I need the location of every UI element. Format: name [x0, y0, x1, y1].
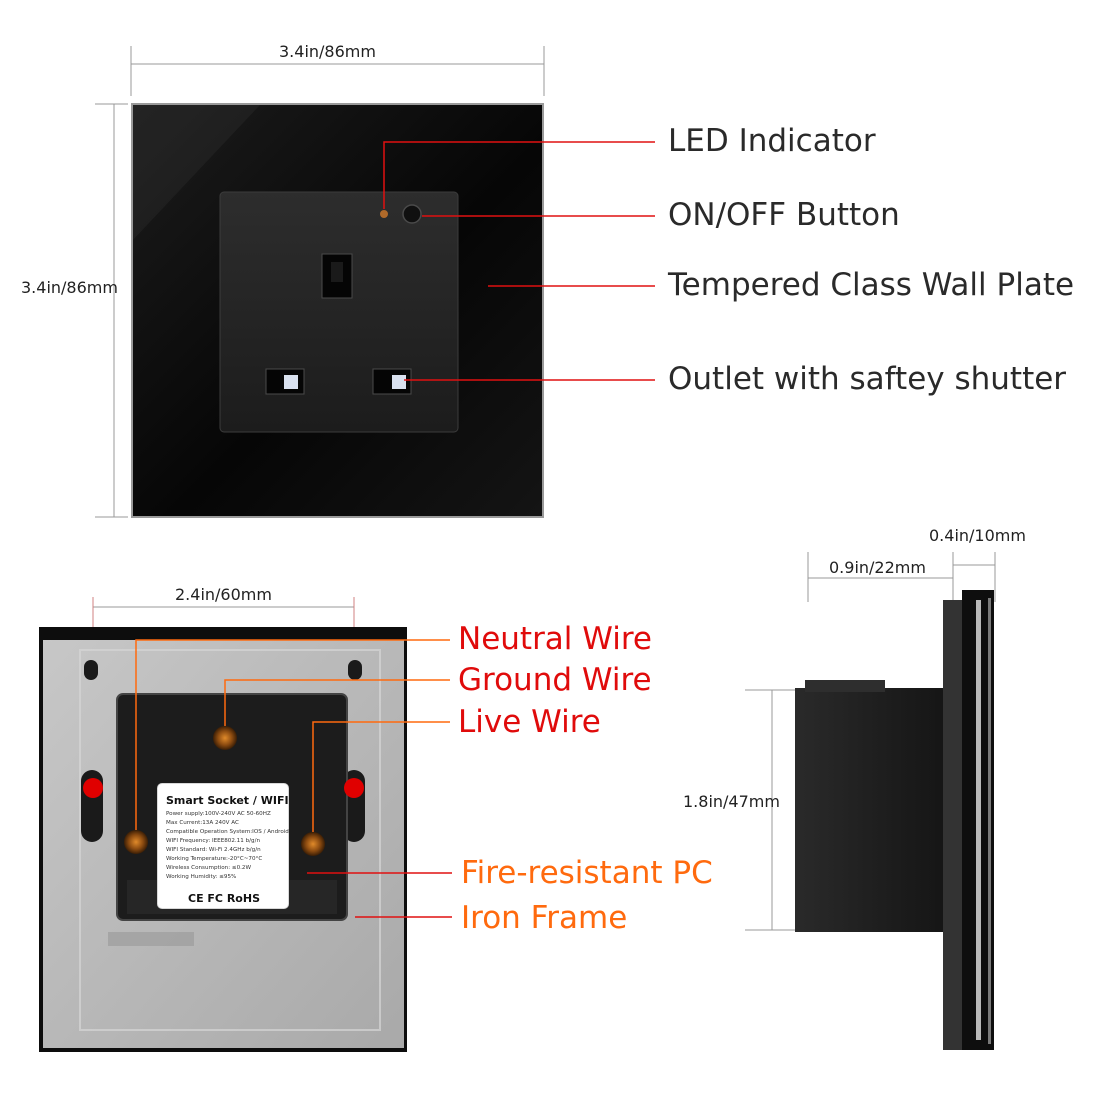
neutral-wire-callout: Neutral Wire — [458, 621, 652, 657]
product-label-line: WIFI Standard: Wi-Fi 2.4GHz b/g/n — [166, 847, 261, 853]
product-label-title: Smart Socket / WIFI — [166, 794, 289, 807]
front-height-label: 3.4in/86mm — [21, 278, 118, 297]
product-label-line: Working Temperature:-20°C~70°C — [166, 856, 263, 862]
product-label: Smart Socket / WIFI Power supply:100V-24… — [158, 784, 289, 908]
front-width-label: 3.4in/86mm — [279, 42, 376, 61]
ground-wire-callout: Ground Wire — [458, 662, 652, 698]
product-label-line: Compatible Operation System:IOS / Androi… — [166, 829, 289, 835]
product-label-line: WIFI Frequency: IEEE802.11 b/g/n — [166, 838, 260, 844]
product-label-line: Working Humidity: ≤95% — [166, 874, 237, 880]
led-indicator-callout: LED Indicator — [668, 123, 876, 159]
side-view — [745, 552, 996, 1050]
onoff-button-callout: ON/OFF Button — [668, 197, 900, 233]
live-wire-callout: Live Wire — [458, 704, 601, 740]
iron-frame-callout: Iron Frame — [461, 900, 628, 936]
wall-plate-callout: Tempered Class Wall Plate — [668, 267, 1075, 303]
product-label-line: Power supply:100V-240V AC 50-60HZ — [166, 811, 271, 817]
front-view — [95, 46, 655, 518]
outlet-callout: Outlet with saftey shutter — [668, 361, 1067, 397]
back-spacing-label: 2.4in/60mm — [175, 585, 272, 604]
product-label-line: Wireless Consumption: ≤0.2W — [166, 865, 252, 871]
product-label-line: Max Current:13A 240V AC — [166, 820, 239, 826]
fire-resistant-callout: Fire-resistant PC — [461, 855, 713, 891]
side-height-label: 1.8in/47mm — [683, 792, 780, 811]
certification-marks: CE FC RoHS — [188, 892, 260, 905]
side-depth-label: 0.9in/22mm — [829, 558, 926, 577]
side-thickness-label: 0.4in/10mm — [929, 526, 1026, 545]
